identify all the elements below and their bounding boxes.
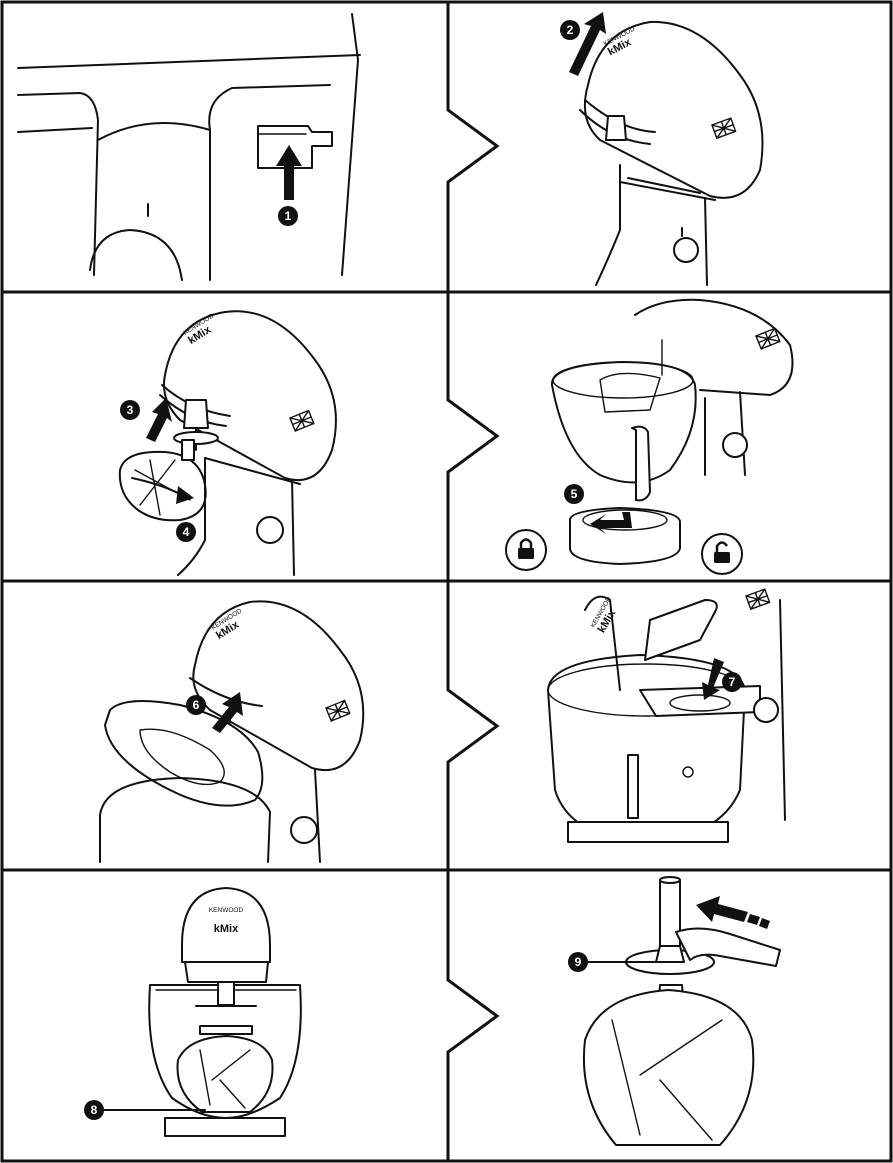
panel-2-head-raise: KENWOOD kMix 2 [560,12,764,286]
step-8-label: 8 [91,1103,98,1117]
brand-logo-3: KENWOOD kMix [182,312,215,346]
brand-logo-5: KENWOOD kMix [210,607,243,641]
brand-logo-7: KENWOOD kMix [209,907,244,935]
locked-icon [505,529,547,571]
step-5-marker: 5 [564,484,584,504]
step-3-marker: 3 [120,400,140,420]
step-1-marker: 1 [278,206,298,226]
step-6-label: 6 [193,698,200,712]
step-4-label: 4 [183,525,190,539]
step-9-label: 9 [575,955,582,969]
flag-badge-5 [325,699,351,722]
step-5-label: 5 [571,487,578,501]
step-7-marker: 7 [722,672,742,692]
panel-6-pouring-chute: KENWOOD kMix 7 [547,588,786,843]
step-9-marker: 9 [568,952,588,972]
step-6-marker: 6 [186,695,206,715]
panel-8-spanner-adjust: 9 [568,876,781,1146]
unlocked-icon [701,533,743,575]
flag-badge-4 [755,327,781,350]
step-3-label: 3 [127,403,134,417]
panel-1-lever-release: 1 [17,13,361,281]
brand-maker-label: KENWOOD [209,907,244,914]
step-7-label: 7 [729,675,736,689]
panel-7-beater-clearance: KENWOOD kMix 8 [84,887,302,1137]
panel-5-splash-guard: KENWOOD kMix 6 [99,600,365,863]
panel-3-attach-beater: KENWOOD kMix 3 4 [118,310,337,576]
brand-logo-6: KENWOOD kMix [590,596,619,635]
flag-badge-2 [711,117,737,139]
flag-badge-6 [745,588,771,610]
flag-badge-3 [289,409,315,432]
panel-4-bowl-lock: 5 [505,298,794,575]
step-1-label: 1 [285,209,292,223]
step-8-marker: 8 [84,1100,104,1120]
step-4-marker: 4 [176,522,196,542]
step-2-label: 2 [567,23,574,37]
brand-logo-2: KENWOOD kMix [603,25,637,58]
step-2-marker: 2 [560,20,580,40]
brand-model-label: kMix [214,923,239,935]
